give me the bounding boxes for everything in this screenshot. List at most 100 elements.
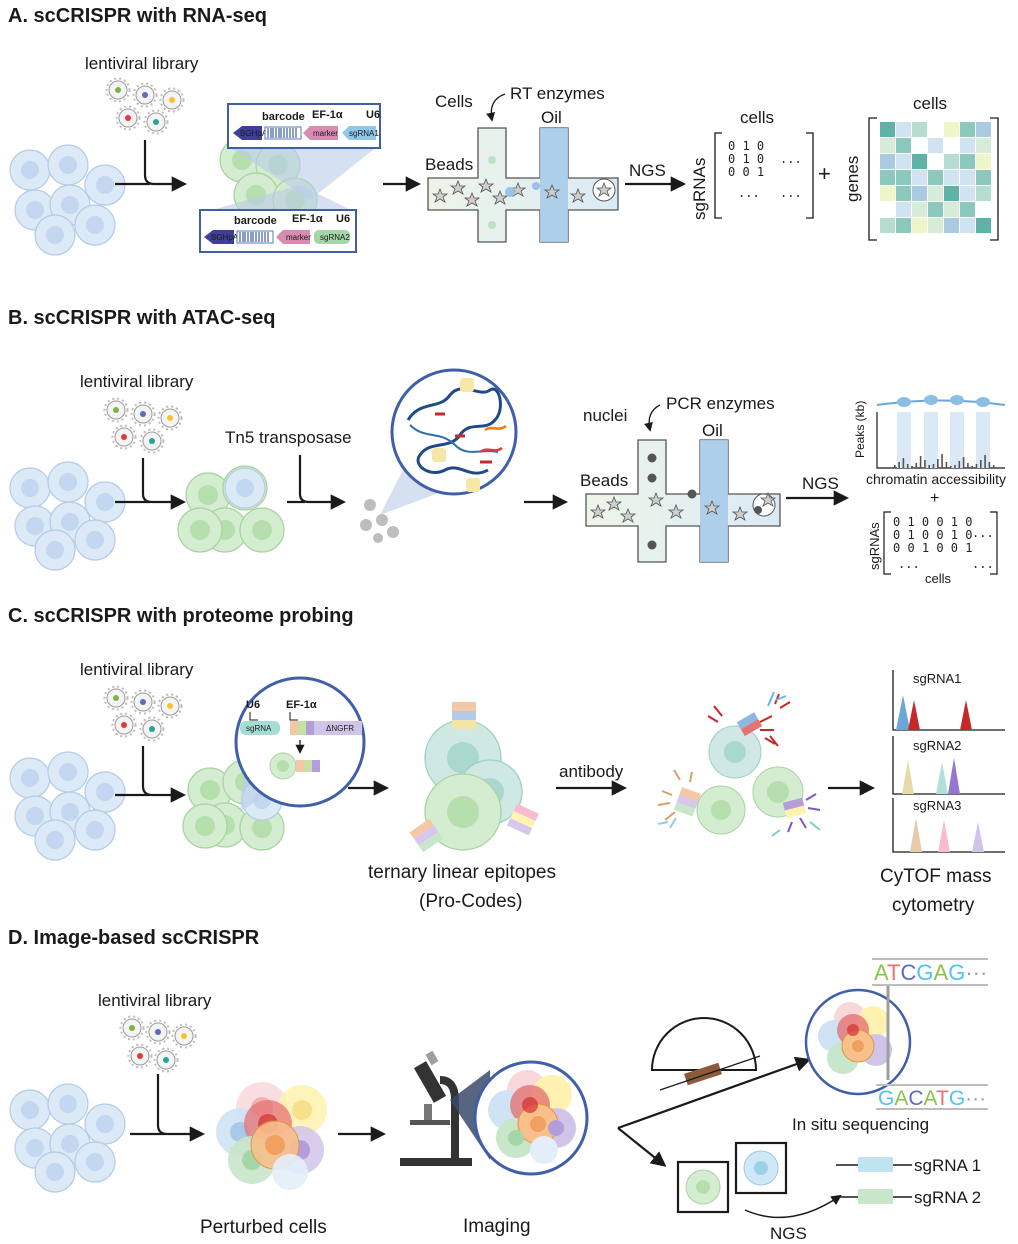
peak-bar	[967, 463, 969, 468]
heatmap-cell	[944, 170, 959, 185]
peak-bar	[902, 458, 905, 468]
svg-text:0 0 1 0 0 1: 0 0 1 0 0 1	[893, 541, 972, 555]
ngs-label-b: NGS	[802, 474, 839, 493]
panel-c-title: C. scCRISPR with proteome probing	[8, 605, 354, 627]
peak-bar	[928, 465, 930, 468]
microfluidic-chip-a	[427, 127, 619, 243]
svg-text:...: ...	[898, 557, 920, 571]
heatmap-cell	[880, 186, 895, 201]
svg-text:marker: marker	[313, 129, 338, 138]
heatmap-cell	[880, 202, 895, 217]
svg-text:sgRNA1: sgRNA1	[349, 129, 379, 138]
blue-cells-c	[9, 751, 126, 861]
heatmap-cell	[896, 202, 911, 217]
nuclei-label: nuclei	[583, 406, 627, 425]
svg-text:EF-1α: EF-1α	[292, 213, 323, 225]
peak-bar	[894, 465, 896, 468]
insitu-label: In situ sequencing	[792, 1115, 929, 1134]
nucleotide-letter: T	[936, 1087, 949, 1110]
heatmap-cell	[880, 218, 895, 233]
heatmap-cell	[960, 218, 975, 233]
panel-d-library-label: lentiviral library	[98, 991, 212, 1010]
panel-b: B. scCRISPR with ATAC-seq lentiviral lib…	[8, 307, 1006, 586]
heatmap-cell	[944, 122, 959, 137]
heatmap-cell	[896, 138, 911, 153]
peak-bar	[898, 462, 900, 468]
heatmap-cell	[960, 154, 975, 169]
panel-d-title: D. Image-based scCRISPR	[8, 927, 260, 949]
spectrum-1: sgRNA1	[892, 670, 1005, 731]
plus-b: +	[930, 490, 939, 507]
sgrna-2-read: sgRNA 2	[836, 1188, 981, 1207]
heatmap-cell	[944, 154, 959, 169]
heatmap-cell	[928, 170, 943, 185]
heatmap-cell	[960, 138, 975, 153]
heatmap-cell	[880, 154, 895, 169]
nucleotide-letter: G	[949, 1087, 965, 1110]
construct-2: barcode EF-1α U6 BGHpA marker sgRNA2	[199, 209, 357, 253]
panel-a-library-label: lentiviral library	[85, 54, 199, 73]
svg-text:...: ...	[972, 526, 994, 540]
peak-bar	[975, 464, 978, 468]
nuclei-dots	[360, 499, 399, 543]
nucleotide-letter: G	[948, 960, 965, 985]
peak-bar	[915, 463, 918, 468]
heatmap-cell	[976, 218, 991, 233]
virus-cluster-c	[103, 685, 183, 742]
heatmap-cell	[976, 138, 991, 153]
sgrna-matrix-b: sgRNAs 0 1 0 0 1 0 0 1 0 0 1 0 0 0 1 0 0…	[867, 511, 998, 586]
beads-label-a: Beads	[425, 155, 473, 174]
panel-a: A. scCRISPR with RNA-seq lentiviral libr…	[8, 5, 999, 256]
oil-label-a: Oil	[541, 108, 562, 127]
svg-text:sgRNA2: sgRNA2	[913, 738, 961, 753]
panel-b-library-label: lentiviral library	[80, 372, 194, 391]
svg-text:sgRNA 1: sgRNA 1	[914, 1156, 981, 1175]
svg-text:...: ...	[780, 152, 802, 166]
epitopes-line2: (Pro-Codes)	[419, 891, 522, 912]
perturbed-label: Perturbed cells	[200, 1217, 327, 1238]
arrow-d5	[744, 1194, 842, 1219]
svg-text:0 1 0 0 1 0: 0 1 0 0 1 0	[893, 515, 972, 529]
heatmap-cell	[880, 170, 895, 185]
peak-bar	[954, 465, 956, 468]
svg-text:barcode: barcode	[234, 215, 277, 227]
peak-bar	[971, 466, 973, 468]
sequence-bottom: GACATG···	[876, 1084, 988, 1110]
svg-text:ΔNGFR: ΔNGFR	[326, 724, 354, 733]
nucleotide-letter: C	[901, 960, 917, 985]
construct-zoom-c: U6 EF-1α sgRNA ΔNGFR	[234, 676, 366, 808]
nucleotide-letter: A	[934, 960, 949, 985]
blue-cells-d	[9, 1083, 126, 1193]
heatmap-cell	[912, 202, 927, 217]
svg-text:U6: U6	[336, 213, 350, 225]
panel-b-title: B. scCRISPR with ATAC-seq	[8, 307, 275, 329]
peak-bar	[984, 455, 986, 468]
sgrna-matrix-a: cells sgRNAs 0 1 0 0 1 0 0 0 1 ... ... .…	[690, 108, 814, 220]
heatmap-cell	[960, 122, 975, 137]
cytof-line2: cytometry	[892, 895, 975, 916]
chromatin-zoom	[390, 368, 518, 496]
in-situ-zoom	[804, 985, 912, 1096]
arrow-d3	[617, 1056, 811, 1130]
heatmap-cell	[896, 170, 911, 185]
heatmap-cell	[976, 202, 991, 217]
nucleotide-letter: T	[887, 960, 900, 985]
peak-bar	[949, 466, 952, 468]
oil-label-b: Oil	[702, 421, 723, 440]
svg-text:0 1 0 0 1 0: 0 1 0 0 1 0	[893, 528, 972, 542]
cells-label-a: Cells	[435, 92, 473, 111]
cytof-spectra: sgRNA1 sgRNA2 sgRNA3	[892, 670, 1005, 853]
sorted-cells	[676, 1141, 788, 1214]
heatmap-cell	[896, 154, 911, 169]
arrow-a1	[143, 140, 188, 192]
spectrum-2: sgRNA2	[892, 736, 1005, 795]
imaging-label: Imaging	[463, 1216, 531, 1237]
imaging-zoom	[473, 1060, 589, 1176]
virus-cluster-b	[103, 397, 183, 454]
pcr-enzymes-label: PCR enzymes	[666, 394, 775, 413]
svg-text:cells: cells	[913, 94, 947, 113]
heatmap-cell	[960, 170, 975, 185]
antibody-label: antibody	[559, 762, 624, 781]
arrow-c1	[141, 746, 187, 803]
